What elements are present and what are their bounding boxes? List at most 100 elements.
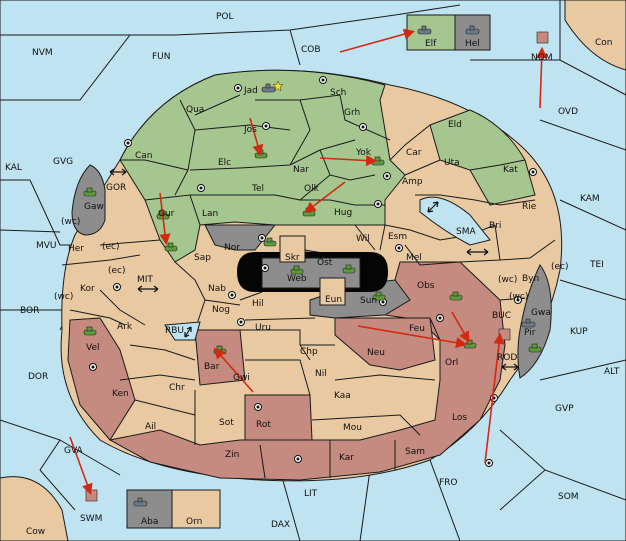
province-label-yok: Yok bbox=[355, 148, 372, 158]
province-label-kat: Kat bbox=[503, 165, 518, 175]
province-label-hil: Hil bbox=[252, 299, 264, 309]
fleet-icon bbox=[417, 25, 432, 35]
sea-label-gvp: GVP bbox=[555, 404, 574, 414]
supply-center-marker bbox=[254, 403, 262, 411]
coast-labels: (wc) (ec) (ec) (wc) (wc) (ec) (wc) bbox=[54, 217, 569, 302]
army-icon bbox=[528, 343, 542, 353]
province-label-nor: Nor bbox=[224, 243, 240, 253]
province-label-web: Web bbox=[287, 274, 307, 284]
coast-label: (ec) bbox=[102, 242, 120, 252]
sea-label-dor: DOR bbox=[28, 372, 48, 382]
nor-gray bbox=[204, 224, 277, 251]
province-label-ost: Ost bbox=[317, 258, 333, 268]
province-label-gwi: Gwi bbox=[233, 373, 250, 383]
gaw-island[interactable] bbox=[71, 164, 106, 236]
province-label-feu: Feu bbox=[409, 324, 425, 334]
supply-center-marker bbox=[258, 234, 266, 242]
supply-center-marker bbox=[490, 394, 498, 402]
army-icon bbox=[372, 291, 386, 301]
supply-center-marker bbox=[113, 283, 121, 291]
fleet-icon bbox=[521, 318, 536, 328]
sea-label-pol: POL bbox=[216, 12, 234, 22]
supply-center-marker bbox=[294, 455, 302, 463]
province-label-mou: Mou bbox=[343, 423, 362, 433]
supply-centers bbox=[89, 76, 537, 467]
province-label-los: Los bbox=[452, 413, 467, 423]
coast-label: (ec) bbox=[551, 262, 569, 272]
sea-label-nom: NOM bbox=[531, 53, 553, 63]
skr-region bbox=[279, 235, 306, 263]
sea-label-gvg: GVG bbox=[53, 157, 73, 167]
rbu-inlet bbox=[164, 321, 201, 341]
province-label-rot: Rot bbox=[256, 420, 271, 430]
supply-center-marker bbox=[124, 139, 132, 147]
province-label-esm: Esm bbox=[388, 232, 407, 242]
province-label-rie: Rie bbox=[522, 202, 537, 212]
province-label-chp: Chp bbox=[300, 347, 318, 357]
supply-center-marker bbox=[374, 200, 382, 208]
sea-label-cow: Cow bbox=[26, 527, 45, 537]
province-label-zin: Zin bbox=[225, 450, 239, 460]
province-label-elf: Elf bbox=[425, 39, 437, 49]
province-label-kar: Kar bbox=[339, 453, 354, 463]
province-label-aba: Aba bbox=[141, 517, 158, 527]
province-label-qua: Qua bbox=[186, 105, 204, 115]
army-icon bbox=[83, 326, 97, 336]
province-label-sun: Sun bbox=[360, 296, 377, 306]
province-label-pir: Pir bbox=[524, 328, 536, 338]
province-label-orl: Orl bbox=[445, 358, 458, 368]
province-label-bar: Bar bbox=[204, 362, 220, 372]
sea-label-mvu: MVU bbox=[36, 241, 57, 251]
province-label-mel: Mel bbox=[406, 253, 422, 263]
supply-center-marker bbox=[529, 168, 537, 176]
province-label-obs: Obs bbox=[417, 281, 435, 291]
province-label-sap: Sap bbox=[194, 253, 211, 263]
rot-region bbox=[244, 394, 313, 441]
red-west-region bbox=[67, 317, 136, 441]
province-borders bbox=[61, 94, 556, 479]
province-label-amp: Amp bbox=[402, 177, 423, 187]
sea-label-bor: BOR bbox=[20, 306, 39, 316]
province-label-sot: Sot bbox=[219, 418, 234, 428]
province-label-nog: Nog bbox=[212, 305, 230, 315]
sea-labels: POL NVM FUN COB Con NOM OVD KAL GVG GOR … bbox=[5, 12, 620, 537]
sea-label-mit: MIT bbox=[137, 275, 153, 285]
fleet-icon bbox=[465, 25, 480, 35]
sea-label-rod: ROD bbox=[497, 353, 517, 363]
eun-region bbox=[319, 277, 346, 306]
province-label-neu: Neu bbox=[367, 348, 385, 358]
province-label-skr: Skr bbox=[285, 253, 300, 263]
fleet-icon bbox=[261, 83, 276, 93]
sea-label-con: Con bbox=[595, 38, 613, 48]
sea-label-nvm: NVM bbox=[32, 48, 53, 58]
coast-label: (wc) bbox=[54, 292, 73, 302]
sea-label-kup: KUP bbox=[570, 327, 588, 337]
cow-island[interactable] bbox=[0, 476, 69, 541]
province-label-sch: Sch bbox=[330, 88, 346, 98]
orn-box[interactable] bbox=[171, 489, 221, 529]
province-label-eld: Eld bbox=[448, 120, 462, 130]
pir-island[interactable] bbox=[517, 264, 552, 379]
sea-label-fro: FRO bbox=[439, 478, 458, 488]
supply-center-marker bbox=[237, 318, 245, 326]
province-label-ail: Ail bbox=[145, 422, 156, 432]
supply-center-marker bbox=[359, 123, 367, 131]
sea-label-kam: KAM bbox=[580, 194, 600, 204]
province-label-uta: Uta bbox=[444, 158, 460, 168]
coast-label: (wc) bbox=[509, 292, 528, 302]
province-label-olk: Olk bbox=[304, 184, 320, 194]
fleet-icon bbox=[536, 31, 549, 44]
aba-box[interactable] bbox=[126, 489, 173, 529]
province-label-nar: Nar bbox=[293, 165, 309, 175]
province-label-gur: Gur bbox=[158, 209, 175, 219]
supply-center-marker bbox=[514, 296, 522, 304]
supply-center-marker bbox=[395, 244, 403, 252]
province-label-vel: Vel bbox=[86, 343, 100, 353]
province-label-uru: Uru bbox=[255, 323, 271, 333]
province-label-nil: Nil bbox=[315, 369, 327, 379]
supply-center-marker bbox=[197, 184, 205, 192]
province-label-byn: Byn bbox=[522, 274, 539, 284]
province-label-can: Can bbox=[135, 151, 153, 161]
